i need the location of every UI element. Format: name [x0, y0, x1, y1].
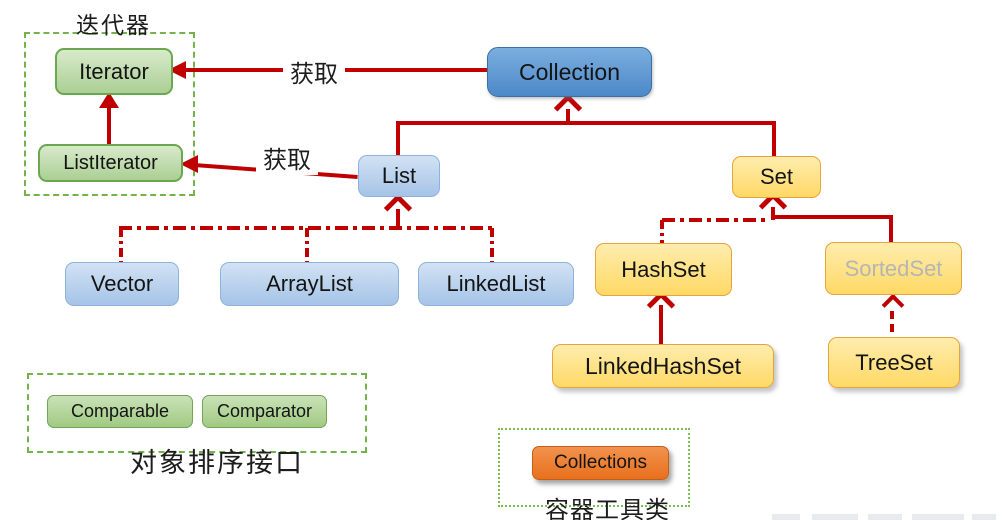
edge-linkedhashset-to-hashset-line: [659, 305, 663, 345]
node-sortedset: SortedSet: [825, 242, 962, 295]
sorting-group-label: 对象排序接口: [130, 448, 304, 479]
edge-to-list-stem: [396, 209, 400, 228]
node-comparator: Comparator: [202, 395, 327, 428]
node-treeset: TreeSet: [828, 337, 960, 388]
arrowhead-into-sortedset: [881, 293, 905, 317]
node-vector: Vector: [65, 262, 179, 306]
vector-dashdot-drop: [119, 228, 123, 264]
node-collection: Collection: [487, 47, 652, 97]
edge-listiterator-to-iterator-line: [107, 106, 111, 144]
collection-subtree-horizontal-line: [396, 121, 774, 125]
linkedlist-dashdot-drop: [490, 228, 494, 264]
edge-to-set-stem: [771, 207, 775, 220]
edge-label-get-collection: 获取: [283, 54, 345, 89]
node-iterator: Iterator: [55, 48, 173, 95]
node-collections: Collections: [532, 446, 669, 480]
utility-group-box: [498, 428, 690, 507]
arrowhead-into-list: [383, 193, 413, 223]
node-list: List: [358, 155, 440, 197]
node-linkedlist: LinkedList: [418, 262, 574, 306]
arrowhead-into-iterator-bottom: [99, 92, 119, 108]
node-linkedhashset: LinkedHashSet: [552, 344, 774, 388]
arrowhead-into-collection: [553, 93, 583, 123]
watermark-fragment: [912, 514, 964, 520]
sorting-group-box: [27, 373, 367, 453]
node-listiterator: ListIterator: [38, 144, 183, 182]
hashset-dashdot-line: [662, 218, 765, 222]
watermark-fragment: [868, 514, 902, 520]
arrowhead-into-listiterator: [180, 155, 198, 173]
set-drop-line: [772, 121, 776, 158]
sortedset-horizontal-line: [773, 215, 893, 219]
node-arraylist: ArrayList: [220, 262, 399, 306]
watermark-fragment: [972, 514, 996, 520]
utility-group-label: 容器工具类: [545, 496, 670, 520]
edge-to-collection-stem: [566, 109, 570, 125]
hashset-dashdot-drop: [660, 220, 664, 244]
arraylist-dashdot-drop: [305, 228, 309, 264]
iterator-group-label: 迭代器: [76, 13, 151, 39]
node-set: Set: [732, 156, 821, 198]
watermark-fragment: [812, 514, 858, 520]
list-drop-line: [396, 121, 400, 157]
node-hashset: HashSet: [595, 243, 732, 296]
edge-label-get-list: 获取: [256, 140, 318, 175]
edge-treeset-to-sortedset-line: [890, 311, 894, 338]
iterator-group-box: [24, 32, 195, 196]
sortedset-drop-line: [889, 215, 893, 243]
watermark-fragment: [772, 514, 800, 520]
node-comparable: Comparable: [47, 395, 193, 428]
